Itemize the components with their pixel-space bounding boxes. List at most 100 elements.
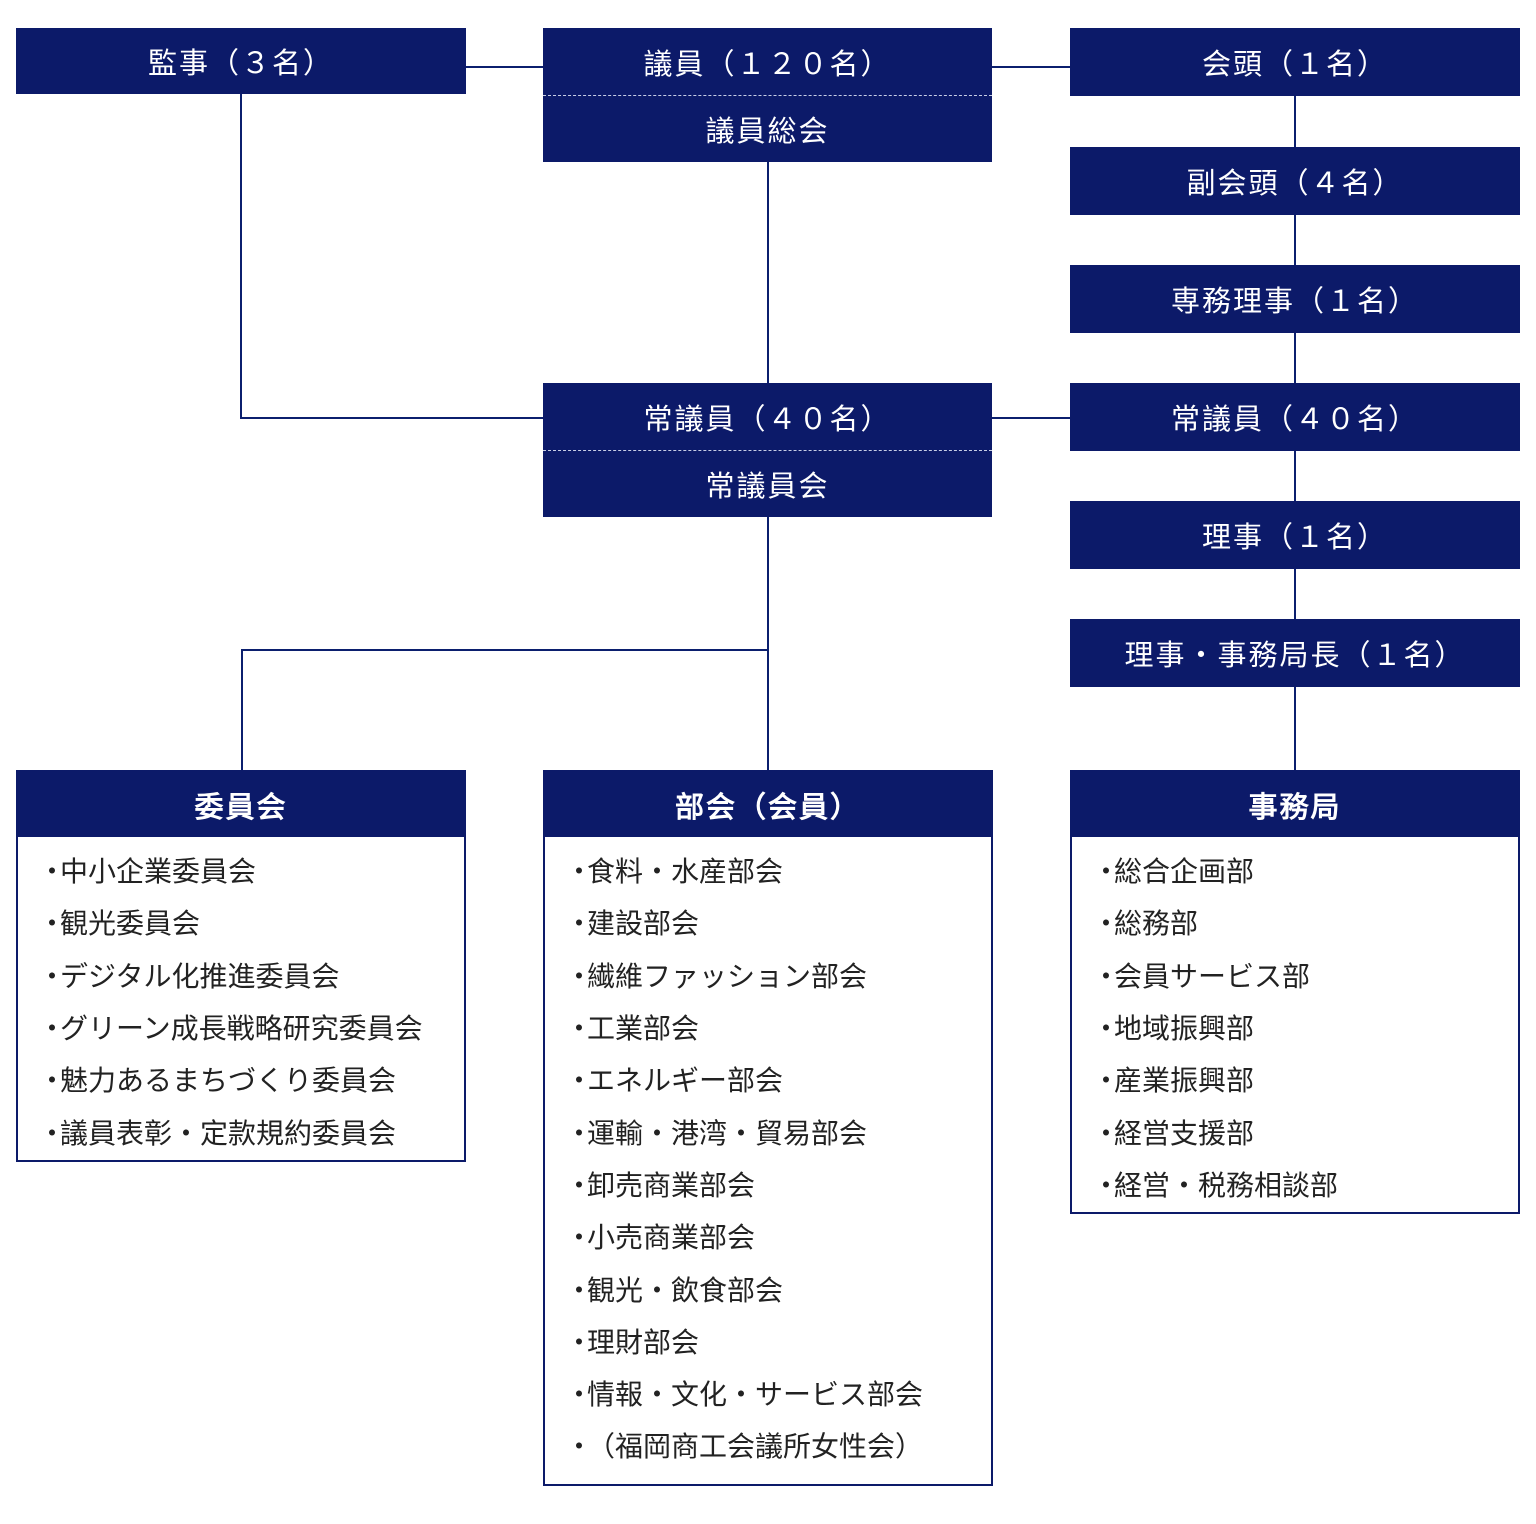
bullet: ・ <box>565 1116 594 1150</box>
list-item-label: 魅力あるまちづくり委員会 <box>60 1064 397 1098</box>
managing-director-box: 専務理事（１名） <box>1070 265 1520 333</box>
bullet: ・ <box>565 1012 594 1046</box>
list-item: ・総務部 <box>1092 896 1510 948</box>
bullet: ・ <box>38 907 67 941</box>
standing-members-label: 常議員（４０名） <box>643 401 892 436</box>
sections-title: 部会（会員） <box>545 772 991 837</box>
standing-members-right-label: 常議員（４０名） <box>1170 402 1419 436</box>
connector-auditor-standing <box>240 417 544 419</box>
list-item-label: 繊維ファッション部会 <box>587 959 868 993</box>
director-box: 理事（１名） <box>1070 501 1520 569</box>
secretariat-panel: 事務局 ・総合企画部・総務部・会員サービス部・地域振興部・産業振興部・経営支援部… <box>1070 770 1520 1214</box>
bullet: ・ <box>1092 1012 1121 1046</box>
bullet: ・ <box>38 1064 67 1098</box>
bullet: ・ <box>1092 1064 1121 1098</box>
list-item-label: 中小企業委員会 <box>60 855 257 889</box>
list-item-label: 建設部会 <box>587 907 700 941</box>
bullet: ・ <box>1092 1116 1121 1150</box>
bullet: ・ <box>38 855 67 889</box>
vice-president-label: 副会頭（４名） <box>1186 166 1404 200</box>
auditor-label: 監事（３名） <box>147 46 334 80</box>
sections-list: ・食料・水産部会・建設部会・繊維ファッション部会・工業部会・エネルギー部会・運輸… <box>565 844 983 1472</box>
connector-standing-right <box>991 417 1071 419</box>
standing-members-right-box: 常議員（４０名） <box>1070 383 1520 451</box>
list-item-label: グリーン成長戦略研究委員会 <box>60 1012 423 1046</box>
members-box: 議員（１２０名） 議員総会 <box>543 28 992 162</box>
director-secretary-general-label: 理事・事務局長（１名） <box>1124 638 1466 672</box>
bullet: ・ <box>38 1116 67 1150</box>
list-item-label: 情報・文化・サービス部会 <box>587 1378 924 1412</box>
list-item-label: 運輸・港湾・貿易部会 <box>587 1116 868 1150</box>
list-item: ・グリーン成長戦略研究委員会 <box>38 1001 456 1053</box>
list-item: ・情報・文化・サービス部会 <box>565 1367 983 1419</box>
standing-members-box: 常議員（４０名） 常議員会 <box>543 383 992 517</box>
list-item: ・卸売商業部会 <box>565 1158 983 1210</box>
list-item: ・中小企業委員会 <box>38 844 456 896</box>
director-secretary-general-box: 理事・事務局長（１名） <box>1070 619 1520 687</box>
list-item: ・議員表彰・定款規約委員会 <box>38 1105 456 1157</box>
members-label: 議員（１２０名） <box>643 46 892 81</box>
list-item-label: 経営・税務相談部 <box>1114 1168 1339 1202</box>
list-item-label: 観光・飲食部会 <box>587 1273 784 1307</box>
bullet: ・ <box>565 1064 594 1098</box>
list-item: ・会員サービス部 <box>1092 949 1510 1001</box>
list-item-label: エネルギー部会 <box>587 1064 784 1098</box>
standing-members-divider <box>543 450 992 451</box>
bullet: ・ <box>38 959 67 993</box>
list-item-label: 産業振興部 <box>1114 1064 1255 1098</box>
list-item-label: 会員サービス部 <box>1114 959 1311 993</box>
vice-president-box: 副会頭（４名） <box>1070 147 1520 215</box>
bullet: ・ <box>565 1378 594 1412</box>
list-item: ・建設部会 <box>565 896 983 948</box>
list-item: ・小売商業部会 <box>565 1210 983 1262</box>
list-item: ・経営・税務相談部 <box>1092 1158 1510 1210</box>
list-item-label: 総務部 <box>1114 907 1199 941</box>
list-item-label: 地域振興部 <box>1114 1012 1255 1046</box>
connector-members-standing <box>767 161 769 384</box>
connector-branch-horizontal <box>241 649 769 651</box>
list-item: ・観光・飲食部会 <box>565 1262 983 1314</box>
bullet: ・ <box>565 959 594 993</box>
members-divider <box>543 95 992 96</box>
list-item-label: 卸売商業部会 <box>587 1168 756 1202</box>
bullet: ・ <box>565 1273 594 1307</box>
list-item-label: 総合企画部 <box>1114 855 1255 889</box>
connector-standing-sections <box>767 516 769 771</box>
director-label: 理事（１名） <box>1201 520 1388 554</box>
auditor-box: 監事（３名） <box>16 28 466 94</box>
bullet: ・ <box>1092 907 1121 941</box>
list-item-label: 議員表彰・定款規約委員会 <box>60 1116 397 1150</box>
list-item: ・食料・水産部会 <box>565 844 983 896</box>
list-item-label: 理財部会 <box>587 1325 700 1359</box>
list-item: ・観光委員会 <box>38 896 456 948</box>
list-item: ・地域振興部 <box>1092 1001 1510 1053</box>
list-item-label: （福岡商工会議所女性会） <box>587 1430 924 1464</box>
list-item: ・工業部会 <box>565 1001 983 1053</box>
list-item-label: デジタル化推進委員会 <box>60 959 340 993</box>
connector-auditor-members <box>465 66 544 68</box>
bullet: ・ <box>565 1325 594 1359</box>
managing-director-label: 専務理事（１名） <box>1170 284 1419 318</box>
bullet: ・ <box>1092 855 1121 889</box>
list-item: ・産業振興部 <box>1092 1053 1510 1105</box>
committees-panel: 委員会 ・中小企業委員会・観光委員会・デジタル化推進委員会・グリーン成長戦略研究… <box>16 770 466 1162</box>
list-item: ・経営支援部 <box>1092 1105 1510 1157</box>
list-item-label: 観光委員会 <box>60 907 201 941</box>
bullet: ・ <box>565 855 594 889</box>
list-item: ・理財部会 <box>565 1315 983 1367</box>
sections-panel: 部会（会員） ・食料・水産部会・建設部会・繊維ファッション部会・工業部会・エネル… <box>543 770 993 1486</box>
list-item-label: 工業部会 <box>587 1012 700 1046</box>
connector-auditor-down <box>240 93 242 419</box>
list-item: ・デジタル化推進委員会 <box>38 949 456 1001</box>
committees-title: 委員会 <box>18 772 464 837</box>
list-item-label: 経営支援部 <box>1114 1116 1255 1150</box>
standing-council-label: 常議員会 <box>705 468 830 503</box>
bullet: ・ <box>565 1221 594 1255</box>
general-assembly-label: 議員総会 <box>705 113 830 148</box>
connector-members-president <box>991 66 1071 68</box>
bullet: ・ <box>1092 1168 1121 1202</box>
list-item-label: 食料・水産部会 <box>587 855 784 889</box>
list-item: ・（福岡商工会議所女性会） <box>565 1419 983 1471</box>
committees-list: ・中小企業委員会・観光委員会・デジタル化推進委員会・グリーン成長戦略研究委員会・… <box>38 844 456 1158</box>
bullet: ・ <box>565 1168 594 1202</box>
